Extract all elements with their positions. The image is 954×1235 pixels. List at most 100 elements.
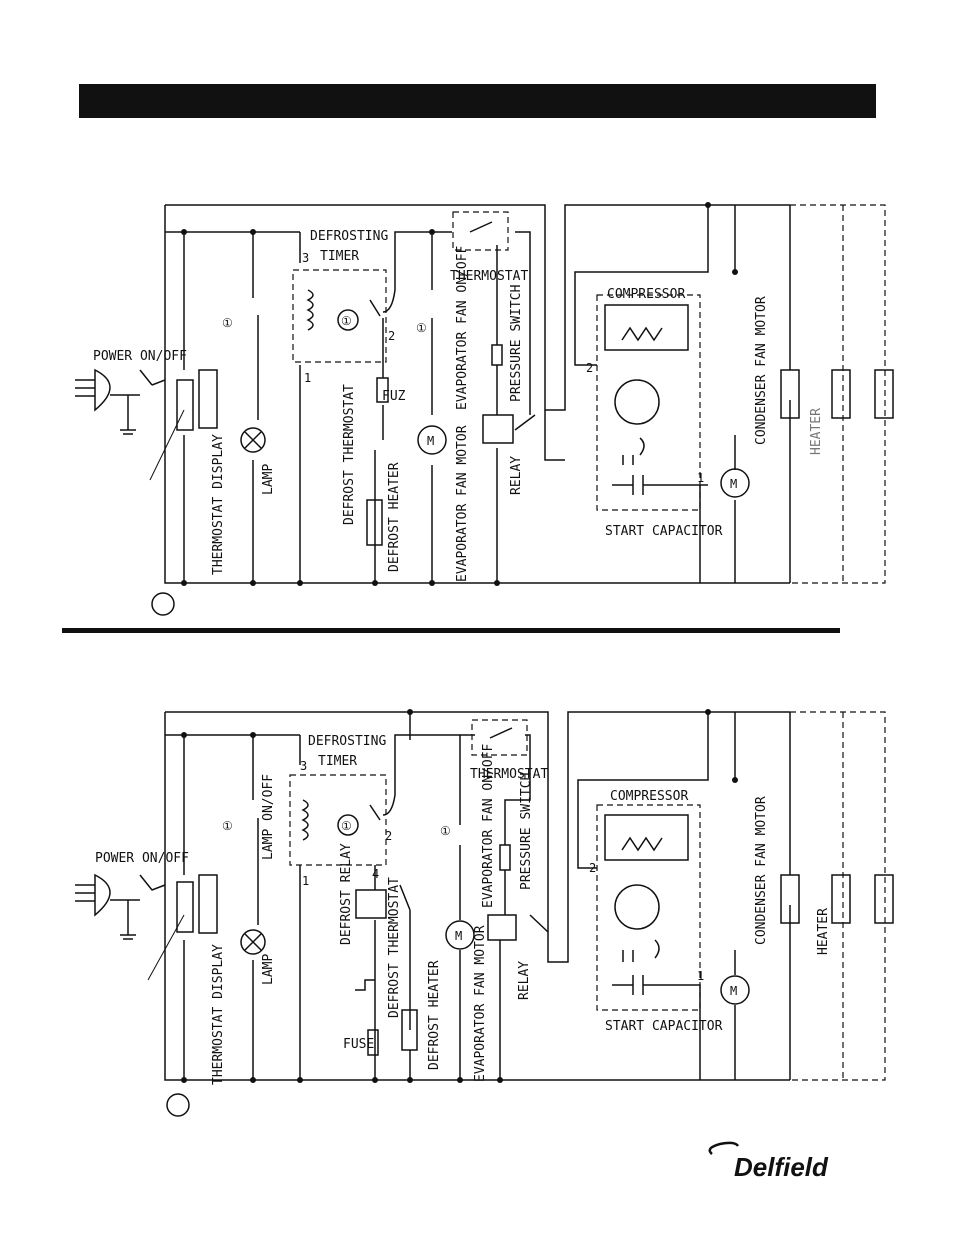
start-relay <box>622 939 660 962</box>
thermostat-wire <box>432 231 531 415</box>
start-capacitor-label: START CAPACITOR <box>605 1019 723 1034</box>
heater-element-1 <box>780 369 800 419</box>
fuse-symbol <box>367 1029 379 1056</box>
defrost-heater-wire <box>374 318 384 583</box>
logo-swoosh <box>708 1141 740 1155</box>
thermostat-display-box <box>176 379 194 431</box>
compressor-feed-wire <box>574 205 709 366</box>
thermostat-switch <box>489 727 513 739</box>
compressor-motor <box>614 379 660 425</box>
thermostat-dashed-box <box>471 719 528 756</box>
cond-m: M <box>730 984 737 998</box>
timer-label-2: TIMER <box>318 754 357 769</box>
relay-coil <box>487 914 517 941</box>
cond-m: M <box>730 477 737 491</box>
evap-fan-motor-symbol <box>417 425 447 455</box>
pin-2: 2 <box>385 829 392 843</box>
defrost-thermostat-symbol <box>355 979 375 991</box>
pin-1: 1 <box>302 874 309 888</box>
thermostat-display-box-2 <box>198 369 218 429</box>
power-plug <box>75 873 111 917</box>
overload-frame <box>604 814 689 861</box>
lamp-label: LAMP <box>261 464 276 495</box>
circle-one-2: ① <box>341 314 352 328</box>
pin-3: 3 <box>302 251 309 265</box>
circle-one-3: ① <box>416 321 427 335</box>
pin-1: 1 <box>304 371 311 385</box>
heater-element-3 <box>874 369 894 419</box>
thermostat-display-label: THERMOSTAT DISPLAY <box>211 434 226 575</box>
timer-switch <box>369 299 381 317</box>
start-capacitor-symbol <box>612 475 660 495</box>
wiring-diagram-b: POWER ON/OFF DEFROSTING TIMER THERMOSTAT… <box>75 709 894 1117</box>
comp-pin-1: 1 <box>697 471 704 485</box>
thermostat-label: THERMOSTAT <box>470 767 548 782</box>
timer-coil <box>306 289 314 331</box>
compressor-dashed-box <box>596 804 701 1011</box>
heater-element-2 <box>831 369 851 419</box>
cond-fan-motor-symbol <box>720 468 750 498</box>
timer-dashed-box <box>292 269 387 363</box>
thermostat-dashed-box <box>452 211 509 251</box>
evap-fan-motor-label: EVAPORATOR FAN MOTOR <box>473 925 488 1082</box>
heater-element-3 <box>874 874 894 924</box>
evap-fan-switch-label: EVAPORATOR FAN ON/OFF <box>455 245 470 410</box>
overload-resistor <box>621 326 663 342</box>
timer-coil <box>301 799 309 841</box>
ground-circle <box>151 592 175 616</box>
evap-m: M <box>455 929 462 943</box>
power-switch <box>139 369 166 386</box>
evap-m: M <box>427 434 434 448</box>
power-label: POWER ON/OFF <box>93 349 187 364</box>
cond-fan-motor-label: CONDENSER FAN MOTOR <box>754 796 769 945</box>
pin-3: 3 <box>300 759 307 773</box>
heater-label: HEATER <box>809 408 824 455</box>
timer-label-1: DEFROSTING <box>310 229 388 244</box>
wiring-diagram-a: POWER ON/OFF DEFROSTING TIMER THERMOSTAT… <box>75 202 894 616</box>
delfield-logo: Delfield <box>708 1141 829 1182</box>
bottom-bus-wire <box>164 205 790 584</box>
lamp-wire <box>252 735 259 1080</box>
pin-4: 4 <box>372 867 379 881</box>
heater-label: HEATER <box>816 908 831 955</box>
heater-dashed-box <box>790 204 886 584</box>
lamp-wire <box>252 232 259 583</box>
comp-pin-1: 1 <box>697 969 704 983</box>
defrost-heater-symbol <box>366 499 383 546</box>
overload-frame <box>604 304 689 351</box>
display-leader <box>149 409 185 481</box>
pressure-wire <box>499 914 549 1080</box>
relay-label: RELAY <box>509 456 524 495</box>
comp-pin-2: 2 <box>586 361 593 375</box>
bottom-bus-wire <box>164 712 790 1081</box>
top-bus-wire <box>165 204 790 411</box>
lamp-label: LAMP <box>261 954 276 985</box>
compressor-label: COMPRESSOR <box>610 789 688 804</box>
logo-text: Delfield <box>734 1152 829 1182</box>
timer-switch <box>369 804 381 821</box>
evap-fan-motor-symbol <box>445 920 475 950</box>
power-plug <box>75 368 111 412</box>
lamp-symbol <box>240 427 266 453</box>
relay-contact <box>514 410 565 461</box>
pressure-switch-symbol <box>499 844 511 871</box>
section-divider <box>62 628 840 633</box>
circle-one-2: ① <box>341 819 352 833</box>
power-label: POWER ON/OFF <box>95 851 189 866</box>
ground-symbol <box>110 899 140 940</box>
pin-2: 2 <box>388 329 395 343</box>
fuse-symbol <box>376 377 389 403</box>
display-leader <box>147 914 185 981</box>
lamp-switch-label: LAMP ON/OFF <box>261 774 276 860</box>
thermostat-display-box <box>176 881 194 933</box>
start-relay <box>622 437 645 465</box>
ground-symbol <box>110 394 140 435</box>
compressor-label: COMPRESSOR <box>607 287 685 302</box>
lamp-symbol <box>240 929 266 955</box>
pressure-switch-label: PRESSURE SWITCH <box>509 285 524 402</box>
circle-one-3: ① <box>440 824 451 838</box>
overload-resistor <box>621 836 663 852</box>
fuse-label: FUZ <box>382 389 406 404</box>
timer-motor <box>337 309 359 331</box>
thermostat-wire <box>409 712 531 915</box>
